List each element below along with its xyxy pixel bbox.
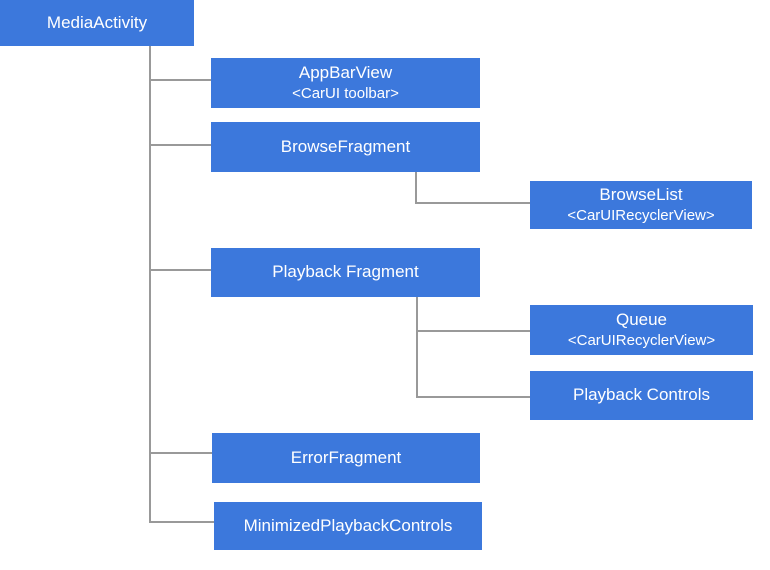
connector-branch-app-bar-view	[149, 79, 211, 81]
connector-trunk-browse-fragment	[415, 172, 417, 204]
node-error-fragment: ErrorFragment	[212, 433, 480, 483]
node-label: Queue	[615, 309, 668, 329]
node-label: BrowseList	[599, 184, 683, 204]
connector-branch-error-fragment	[149, 452, 212, 454]
node-sublabel: <CarUI toolbar>	[292, 85, 399, 103]
node-playback-controls: Playback Controls	[530, 371, 753, 420]
connector-branch-browse-fragment	[149, 144, 211, 146]
node-queue: Queue <CarUIRecyclerView>	[530, 305, 753, 355]
node-app-bar-view: AppBarView <CarUI toolbar>	[211, 58, 480, 108]
node-minimized-playback-controls: MinimizedPlaybackControls	[214, 502, 482, 550]
connector-branch-minimized-playback-controls	[149, 521, 214, 523]
node-sublabel: <CarUIRecyclerView>	[567, 332, 716, 350]
node-label: ErrorFragment	[290, 447, 402, 467]
node-label: Playback Fragment	[272, 262, 419, 282]
connector-trunk-media-activity	[149, 46, 151, 523]
node-label: MediaActivity	[46, 12, 148, 32]
node-browse-fragment: BrowseFragment	[211, 122, 480, 172]
connector-branch-playback-fragment	[149, 269, 211, 271]
connector-branch-queue	[416, 330, 530, 332]
node-media-activity: MediaActivity	[0, 0, 194, 46]
node-label: AppBarView	[298, 62, 393, 82]
connector-branch-browse-list	[415, 202, 530, 204]
node-label: MinimizedPlaybackControls	[243, 515, 453, 535]
node-label: BrowseFragment	[280, 136, 411, 156]
node-sublabel: <CarUIRecyclerView>	[567, 207, 715, 225]
node-browse-list: BrowseList <CarUIRecyclerView>	[530, 181, 752, 229]
connector-branch-playback-controls	[416, 396, 530, 398]
node-label: Playback Controls	[572, 385, 710, 405]
node-playback-fragment: Playback Fragment	[211, 248, 480, 297]
connector-trunk-playback-fragment	[416, 297, 418, 398]
